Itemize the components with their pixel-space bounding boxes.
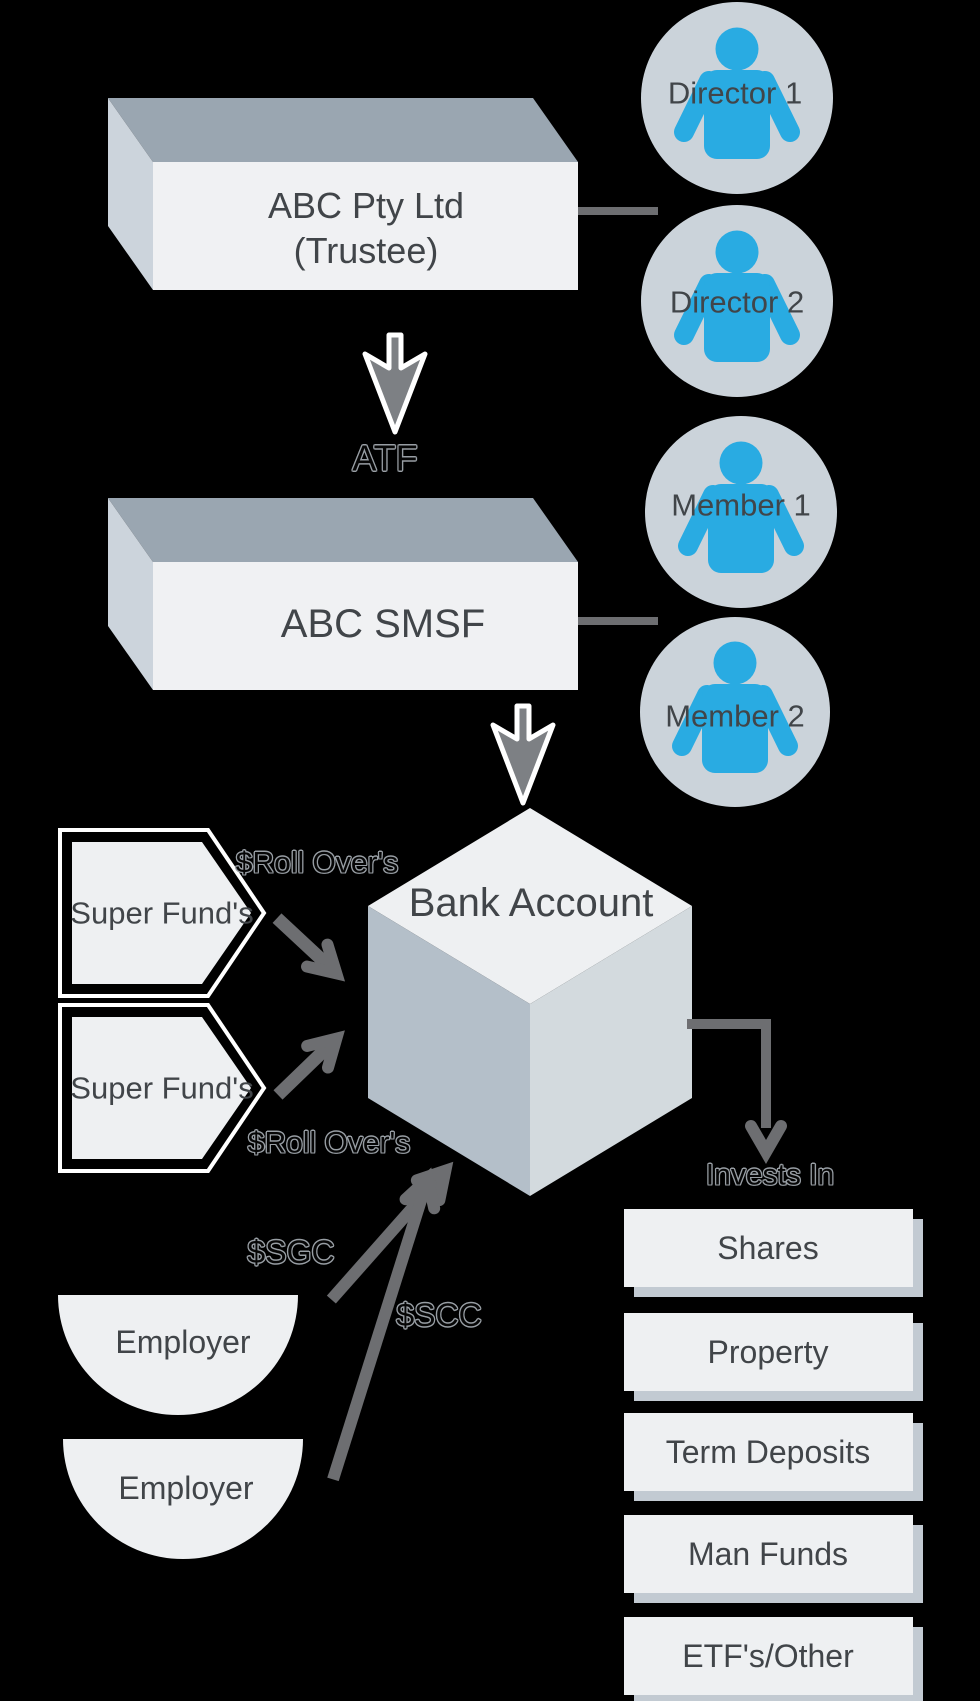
- atf-label: ATF: [352, 437, 418, 479]
- member2-label: Member 2: [665, 698, 805, 734]
- member1-avatar: [645, 416, 837, 608]
- trustee-role: (Trustee): [293, 230, 439, 271]
- super-fund2-label: Super Fund's: [70, 1070, 254, 1106]
- sgc-label: $SGC: [247, 1234, 335, 1270]
- bank-cube-label: Bank Account: [408, 881, 654, 925]
- investment-label-etf-other: ETF's/Other: [682, 1638, 854, 1674]
- bank-cube-shape: [368, 808, 692, 1196]
- member1-label: Member 1: [671, 487, 811, 523]
- invests-in-arrow: [687, 1019, 781, 1152]
- super-fund1-label: Super Fund's: [70, 895, 254, 931]
- member2-avatar: [640, 617, 830, 807]
- investment-label-term-deposits: Term Deposits: [665, 1434, 871, 1470]
- rollover2-label: $Roll Over's: [247, 1126, 411, 1160]
- employer2-label: Employer: [118, 1470, 254, 1506]
- employer1-label: Employer: [115, 1324, 251, 1360]
- invests-in-label: Invests In: [705, 1158, 835, 1192]
- smsf-box-shape: [108, 498, 578, 690]
- scc-arrow: [327, 1174, 442, 1482]
- trustee-name: ABC Pty Ltd: [267, 185, 465, 226]
- director1-avatar: [641, 2, 833, 194]
- director1-label: Director 1: [667, 75, 803, 111]
- investment-label-property: Property: [707, 1334, 829, 1370]
- investment-label-man-funds: Man Funds: [687, 1536, 849, 1572]
- smsf-box-label: ABC SMSF: [280, 602, 486, 646]
- scc-label: $SCC: [396, 1297, 482, 1333]
- rollover2-arrow: [273, 1028, 347, 1100]
- trustee-to-smsf-arrow: [365, 335, 425, 432]
- trustee-box-label: ABC Pty Ltd (Trustee): [268, 183, 464, 273]
- investment-label-shares: Shares: [717, 1230, 819, 1266]
- director2-avatar: [641, 205, 833, 397]
- smsf-to-bank-arrow: [493, 706, 553, 803]
- director2-label: Director 2: [669, 284, 805, 320]
- rollover1-arrow: [272, 913, 347, 984]
- rollover1-label: $Roll Over's: [235, 846, 399, 880]
